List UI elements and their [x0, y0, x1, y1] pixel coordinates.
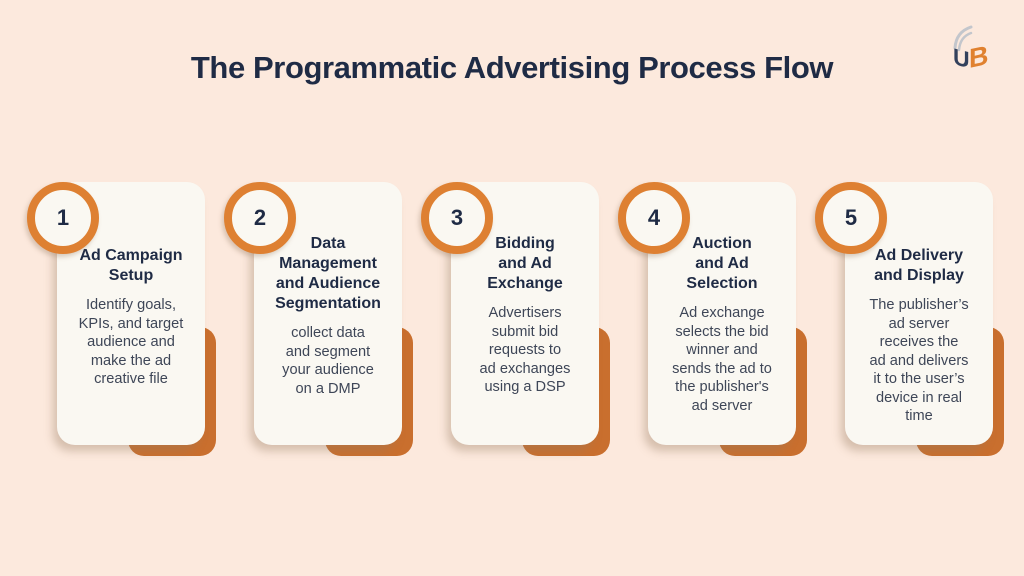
brand-logo: U B	[953, 25, 988, 74]
step-number-badge: 2	[224, 182, 296, 254]
step-number: 1	[56, 205, 70, 230]
step-number-badge: 4	[618, 182, 690, 254]
logo-arc-icon	[957, 31, 973, 52]
page-title: The Programmatic Advertising Process Flo…	[190, 50, 834, 85]
step-card-5: Ad Delivery and Display The publisher’s …	[815, 182, 1004, 456]
process-steps-row: Ad Campaign Setup Identify goals, KPIs, …	[27, 182, 1004, 456]
logo-letter-u: U	[953, 43, 970, 73]
logo-arc-icon	[953, 25, 973, 50]
step-body: Ad exchange selects the bid winner and s…	[672, 305, 772, 414]
step-card-2: Data Management and Audience Segmentatio…	[224, 182, 413, 456]
logo-letter-b: B	[969, 39, 988, 74]
step-number: 5	[844, 205, 858, 230]
step-card-1: Ad Campaign Setup Identify goals, KPIs, …	[27, 182, 216, 456]
step-card-3: Bidding and Ad Exchange Advertisers subm…	[421, 182, 610, 456]
step-body: Identify goals, KPIs, and target audienc…	[78, 297, 184, 387]
step-heading: Auction and Ad Selection	[686, 235, 758, 292]
step-body: Advertisers submit bid requests to ad ex…	[479, 305, 571, 395]
step-card-4: Auction and Ad Selection Ad exchange sel…	[618, 182, 807, 456]
step-heading: Bidding and Ad Exchange	[487, 235, 563, 292]
step-heading: Ad Delivery and Display	[874, 247, 964, 284]
card: Data Management and Audience Segmentatio…	[254, 182, 402, 445]
step-number-badge: 3	[421, 182, 493, 254]
step-number: 4	[647, 205, 661, 230]
step-heading: Ad Campaign Setup	[79, 247, 183, 284]
step-number-badge: 5	[815, 182, 887, 254]
step-number-badge: 1	[27, 182, 99, 254]
step-heading: Data Management and Audience Segmentatio…	[275, 235, 381, 312]
step-body: The publisher’s ad server receives the a…	[869, 297, 969, 424]
step-number: 2	[253, 205, 267, 230]
step-number: 3	[450, 205, 464, 230]
step-body: collect data and segment your audience o…	[282, 325, 374, 397]
